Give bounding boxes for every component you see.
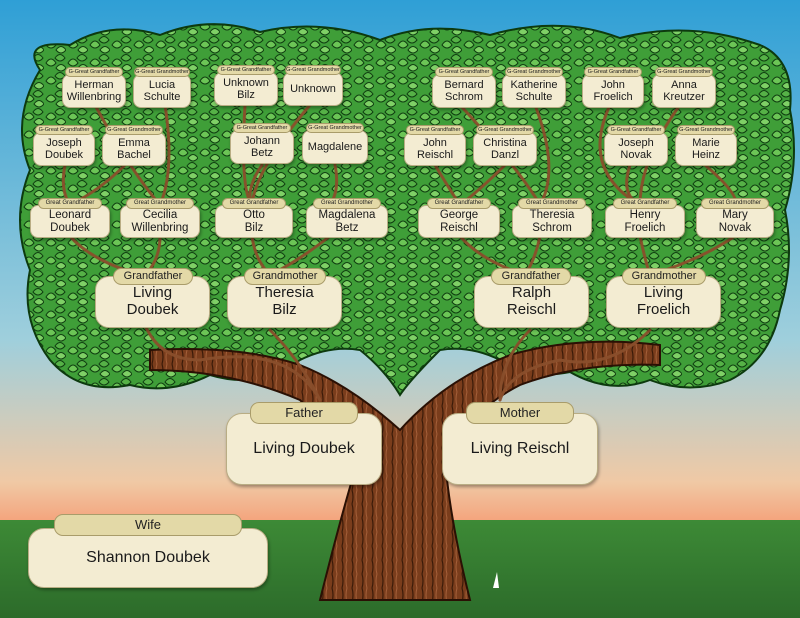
relation-label: G-Great Grandmother [134, 67, 190, 77]
person-name: Living Doubek [126, 284, 179, 318]
person-name: Bernard Schrom [444, 78, 484, 103]
person-box: Magdalena Betz [306, 205, 388, 238]
person-name: Johann Betz [243, 134, 281, 159]
relation-label: Great Grandfather [222, 198, 286, 209]
person-box: Theresia Schrom [512, 205, 592, 238]
relation-label: Great Grandfather [613, 198, 677, 209]
person-box: Living Reischl [442, 413, 598, 485]
person-name: Leonard Doubek [48, 208, 92, 234]
relation-label: Wife [54, 514, 242, 536]
ground-marker-icon [493, 572, 499, 588]
relation-label: G-Great Grandfather [607, 125, 665, 135]
relation-label: G-Great Grandmother [306, 123, 364, 133]
person-name: Joseph Doubek [45, 136, 83, 161]
person-name: Magdalene [307, 140, 363, 153]
relation-label: Mother [466, 402, 574, 424]
relation-label: Grandfather [113, 268, 193, 285]
person-name: Living Froelich [636, 284, 691, 318]
person-name: Ralph Reischl [506, 284, 557, 318]
relation-label: G-Great Grandfather [406, 125, 464, 135]
person-box: Joseph Novak [604, 132, 668, 166]
relation-label: G-Great Grandfather [217, 65, 275, 75]
person-name: Marie Heinz [691, 136, 721, 161]
person-name: Anna Kreutzer [663, 78, 705, 103]
person-name: Lucia Schulte [143, 78, 181, 103]
person-name: Otto Bilz [243, 208, 265, 234]
person-box: Magdalene [302, 130, 368, 164]
person-box: Shannon Doubek [28, 528, 268, 588]
person-name: Theresia Schrom [529, 208, 575, 234]
relation-label: Great Grandfather [38, 198, 102, 209]
relation-label: G-Great Grandmother [505, 67, 563, 77]
relation-label: Great Grandmother [701, 198, 769, 209]
relation-label: Great Grandfather [427, 198, 491, 209]
relation-label: G-Great Grandmother [285, 65, 341, 75]
relation-label: G-Great Grandmother [655, 67, 713, 77]
relation-label: G-Great Grandmother [476, 125, 534, 135]
person-box: Otto Bilz [215, 205, 293, 238]
person-box: Leonard Doubek [30, 205, 110, 238]
person-box: Johann Betz [230, 130, 294, 164]
person-name: Magdalena Betz [318, 208, 376, 234]
person-box: Bernard Schrom [432, 74, 496, 108]
relation-label: G-Great Grandmother [105, 125, 163, 135]
person-name: Mary Novak [718, 208, 752, 234]
relation-label: Great Grandmother [518, 198, 586, 209]
relation-label: G-Great Grandfather [35, 125, 93, 135]
person-box: John Froelich [582, 74, 644, 108]
relation-label: Father [250, 402, 358, 424]
person-name: Katherine Schulte [510, 78, 558, 103]
relation-label: Grandmother [622, 268, 706, 285]
person-name: Christina Danzl [483, 136, 527, 161]
person-name: Herman Willenbring [66, 78, 122, 103]
person-box: Anna Kreutzer [652, 74, 716, 108]
relation-label: Great Grandmother [126, 198, 194, 209]
person-name: Theresia Bilz [255, 284, 314, 318]
person-box: John Reischl [404, 132, 466, 166]
person-name: Unknown Bilz [223, 76, 269, 101]
person-box: Cecilia Willenbring [120, 205, 200, 238]
person-name: George Reischl [439, 208, 479, 234]
relation-label: G-Great Grandfather [435, 67, 493, 77]
relation-label: G-Great Grandfather [65, 67, 123, 77]
tree-canopy [19, 23, 795, 397]
person-box: Emma Bachel [102, 132, 166, 166]
person-name: Henry Froelich [624, 208, 666, 234]
relation-label: G-Great Grandfather [233, 123, 291, 133]
relation-label: Great Grandmother [313, 198, 381, 209]
person-box: Mary Novak [696, 205, 774, 238]
relation-label: Grandmother [244, 268, 326, 285]
person-name: Cecilia Willenbring [131, 208, 189, 234]
person-name: Living Doubek [253, 440, 355, 458]
person-box: George Reischl [418, 205, 500, 238]
person-box: Unknown [283, 72, 343, 106]
person-name: Emma Bachel [117, 136, 151, 161]
relation-label: G-Great Grandfather [584, 67, 642, 77]
person-box: Living Doubek [226, 413, 382, 485]
person-box: Christina Danzl [473, 132, 537, 166]
person-name: John Reischl [416, 136, 454, 161]
person-box: Joseph Doubek [33, 132, 95, 166]
person-name: Unknown [290, 82, 336, 95]
person-name: Joseph Novak [618, 136, 654, 161]
person-box: Herman Willenbring [62, 74, 126, 108]
relation-label: G-Great Grandmother [677, 125, 735, 135]
relation-label: Grandfather [491, 268, 571, 285]
person-name: Shannon Doubek [86, 549, 210, 567]
person-name: John Froelich [593, 78, 633, 103]
person-box: Marie Heinz [675, 132, 737, 166]
person-box: Katherine Schulte [502, 74, 566, 108]
person-name: Living Reischl [470, 440, 570, 458]
person-box: Unknown Bilz [214, 72, 278, 106]
person-box: Henry Froelich [605, 205, 685, 238]
person-box: Lucia Schulte [133, 74, 191, 108]
person-box: Ralph Reischl [474, 276, 589, 328]
